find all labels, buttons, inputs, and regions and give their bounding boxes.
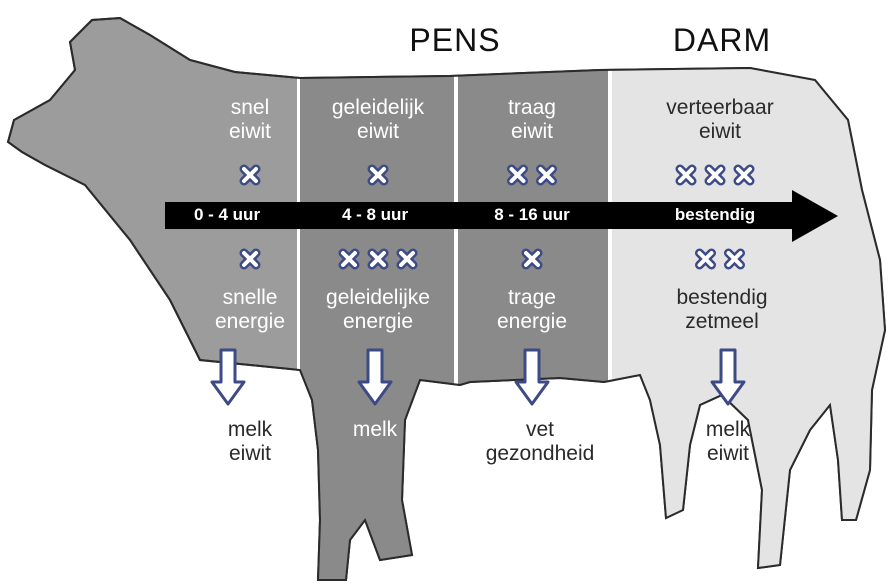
bottom-label-line: bestendig (676, 286, 768, 309)
top-label-line: eiwit (228, 120, 272, 143)
x-mark-icon (338, 248, 360, 270)
header-darm: DARM (672, 22, 772, 58)
output-label: melk eiwit (706, 418, 750, 466)
top-marks (237, 162, 263, 188)
output-label: vet gezondheid (486, 418, 595, 466)
top-label-line: snel (230, 96, 270, 119)
output-label-line: melk (705, 418, 751, 441)
timeline-label: 4 - 8 uur (341, 205, 409, 224)
x-mark-icon (239, 248, 261, 270)
band-divider (297, 18, 300, 580)
x-mark-icon (704, 164, 726, 186)
top-label: traag eiwit (508, 96, 556, 144)
top-label: verteerbaar eiwit (666, 96, 773, 144)
bottom-label: geleidelijke energie (326, 286, 430, 334)
bottom-label: trage energie (497, 286, 567, 334)
bottom-label-line: energie (214, 310, 286, 333)
down-arrow-icon (210, 348, 246, 406)
top-label: snel eiwit (229, 96, 271, 144)
x-mark-icon (396, 248, 418, 270)
bottom-label-line: snelle (222, 286, 278, 309)
bottom-label-line: energie (496, 310, 568, 333)
x-mark-icon (733, 164, 755, 186)
bottom-label-line: zetmeel (685, 310, 759, 333)
x-mark-icon (724, 248, 745, 270)
x-mark-icon (695, 248, 716, 270)
output-label-line: eiwit (706, 442, 749, 465)
timeline-label: 0 - 4 uur (193, 205, 261, 224)
top-label-line: eiwit (510, 120, 553, 143)
output-label-line: vet (525, 418, 555, 441)
top-marks (673, 162, 757, 188)
x-mark-icon (367, 164, 389, 186)
top-label-line: traag (508, 96, 556, 119)
top-label-line: eiwit (698, 120, 742, 143)
timeline-label: 8 - 16 uur (494, 205, 570, 224)
cow-outline (6, 16, 887, 581)
output-label-line: melk (227, 418, 273, 441)
x-mark-icon (675, 164, 697, 186)
top-marks (365, 162, 391, 188)
bottom-label-line: energie (342, 310, 414, 333)
down-arrow-icon (514, 348, 550, 406)
x-mark-icon (521, 248, 543, 270)
timeline-arrow (165, 190, 838, 242)
bottom-label: bestendig zetmeel (676, 286, 767, 334)
x-mark-icon (507, 164, 528, 186)
band-divider (454, 18, 458, 580)
bottom-label-line: geleidelijke (326, 286, 430, 309)
bottom-label: snelle energie (215, 286, 285, 334)
top-marks (505, 162, 560, 188)
output-label-line: melk (352, 418, 398, 441)
output-label-line: eiwit (228, 442, 271, 465)
top-label-line: verteerbaar (666, 96, 774, 119)
header-pens: PENS (409, 22, 501, 58)
output-label-line: gezondheid (485, 442, 595, 465)
down-arrow-icon (357, 348, 393, 406)
x-mark-icon (367, 248, 389, 270)
band-divider (608, 18, 612, 580)
output-label: melk (353, 418, 397, 442)
bottom-marks (693, 246, 748, 272)
bottom-marks (237, 246, 263, 272)
top-label-line: geleidelijk (331, 96, 425, 119)
x-mark-icon (536, 164, 557, 186)
down-arrow-icon (710, 348, 746, 406)
bottom-label-line: trage (508, 286, 556, 309)
top-label: geleidelijk eiwit (332, 96, 424, 144)
bottom-marks (519, 246, 545, 272)
x-mark-icon (239, 164, 261, 186)
timeline-label: bestendig (674, 205, 756, 224)
output-label: melk eiwit (228, 418, 272, 466)
top-label-line: eiwit (356, 120, 400, 143)
bottom-marks (336, 246, 420, 272)
